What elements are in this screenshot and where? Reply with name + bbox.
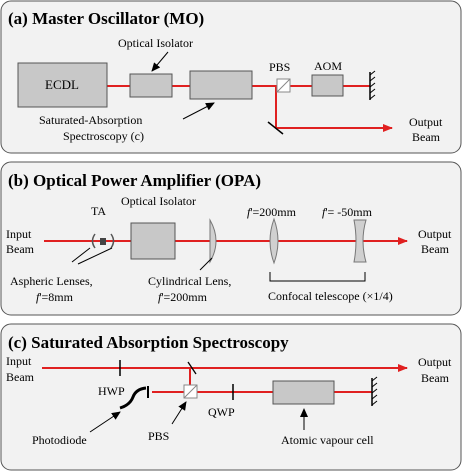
panel-b-frame	[0, 161, 462, 316]
output-label-c-line2: Beam	[421, 371, 450, 385]
sas-box	[189, 70, 253, 100]
output-label-c-line1: Output	[418, 355, 452, 369]
pbs-label-c: PBS	[148, 429, 169, 443]
output-label-b-line2: Beam	[421, 242, 450, 256]
aom-box	[311, 74, 344, 97]
vapour-cell-label: Atomic vapour cell	[281, 433, 374, 447]
atomic-vapour-cell	[272, 380, 335, 405]
output-label-b-line1: Output	[418, 227, 452, 241]
aspheric-f-symbol: f	[36, 290, 41, 304]
f1-value: '=200mm	[250, 205, 296, 219]
ta-label: TA	[91, 204, 106, 218]
beam-block-hatch-c	[371, 376, 378, 406]
telescope-convex-lens	[269, 217, 279, 265]
panel-master-oscillator: (a) Master Oscillator (MO) ECDL Optical …	[0, 0, 462, 154]
telescope-concave-lens	[353, 219, 367, 263]
optical-isolator-label-b: Optical Isolator	[121, 194, 196, 208]
confocal-label: Confocal telescope (×1/4)	[268, 289, 393, 303]
cylindrical-f-symbol: f	[158, 290, 163, 304]
photodiode-label: Photodiode	[32, 433, 87, 447]
ta-chip	[100, 238, 106, 245]
optical-isolator-label-a: Optical Isolator	[118, 36, 193, 50]
mirror-a	[267, 121, 284, 135]
sas-label-line1: Saturated-Absorption	[39, 113, 142, 127]
aspheric-label-line2: f'=8mm	[36, 290, 74, 304]
output-label-a-line1: Output	[409, 115, 443, 129]
aspheric-lens-right	[110, 233, 115, 249]
aspheric-f-value: '=8mm	[39, 290, 73, 304]
beam-block-hatch-a	[369, 70, 376, 100]
pbs-pointer-c	[171, 401, 187, 425]
aspheric-pointer-left	[71, 247, 91, 263]
cylindrical-label-line1: Cylindrical Lens,	[148, 274, 231, 288]
ecdl-label: ECDL	[45, 77, 79, 92]
optical-isolator-box-a	[129, 73, 173, 98]
input-label-c-line1: Input	[6, 354, 32, 368]
panel-a-title: (a) Master Oscillator (MO)	[8, 9, 204, 28]
f1-label: f'=200mm	[247, 205, 297, 219]
panel-saturated-absorption: (c) Saturated Absorption Spectroscopy In…	[0, 323, 462, 471]
pbs-label-a: PBS	[269, 60, 290, 74]
f1-symbol: f	[247, 205, 252, 219]
hwp-label: HWP	[98, 384, 125, 398]
cylindrical-label-line2: f'=200mm	[158, 290, 208, 304]
photodiode-icon	[119, 386, 147, 410]
qwp-label: QWP	[208, 405, 235, 419]
cylindrical-f-value: '=200mm	[161, 290, 207, 304]
photodiode-pointer	[89, 411, 121, 433]
panel-c-title: (c) Saturated Absorption Spectroscopy	[8, 333, 289, 352]
aspheric-lens-left	[91, 233, 96, 249]
pickoff-plate-c	[187, 361, 197, 375]
ecdl-box	[17, 62, 108, 108]
f2-value: '= -50mm	[325, 205, 372, 219]
panel-optical-power-amplifier: (b) Optical Power Amplifier (OPA) Input …	[0, 161, 462, 316]
sas-label-line2: Spectroscopy (c)	[63, 129, 144, 143]
pbs-cube-a	[276, 78, 291, 93]
input-label-c-line2: Beam	[6, 370, 35, 384]
cylindrical-lens	[209, 218, 217, 264]
f2-label: f'= -50mm	[322, 205, 373, 219]
input-label-b-line1: Input	[6, 227, 32, 241]
pbs-cube-c	[183, 384, 198, 399]
aspheric-label-line1: Aspheric Lenses,	[10, 274, 93, 288]
cylindrical-pointer	[199, 257, 213, 271]
output-label-a-line2: Beam	[412, 130, 441, 144]
confocal-bracket	[269, 272, 366, 282]
panel-b-title: (b) Optical Power Amplifier (OPA)	[8, 171, 261, 190]
isolator-pointer-a	[151, 51, 169, 72]
input-label-b-line2: Beam	[6, 242, 35, 256]
sas-pointer	[182, 102, 215, 120]
f2-symbol: f	[322, 205, 327, 219]
aspheric-pointer-right	[77, 247, 113, 265]
panel-c-frame	[0, 323, 462, 471]
optical-isolator-box-b	[130, 222, 176, 260]
aom-label: AOM	[314, 59, 342, 73]
